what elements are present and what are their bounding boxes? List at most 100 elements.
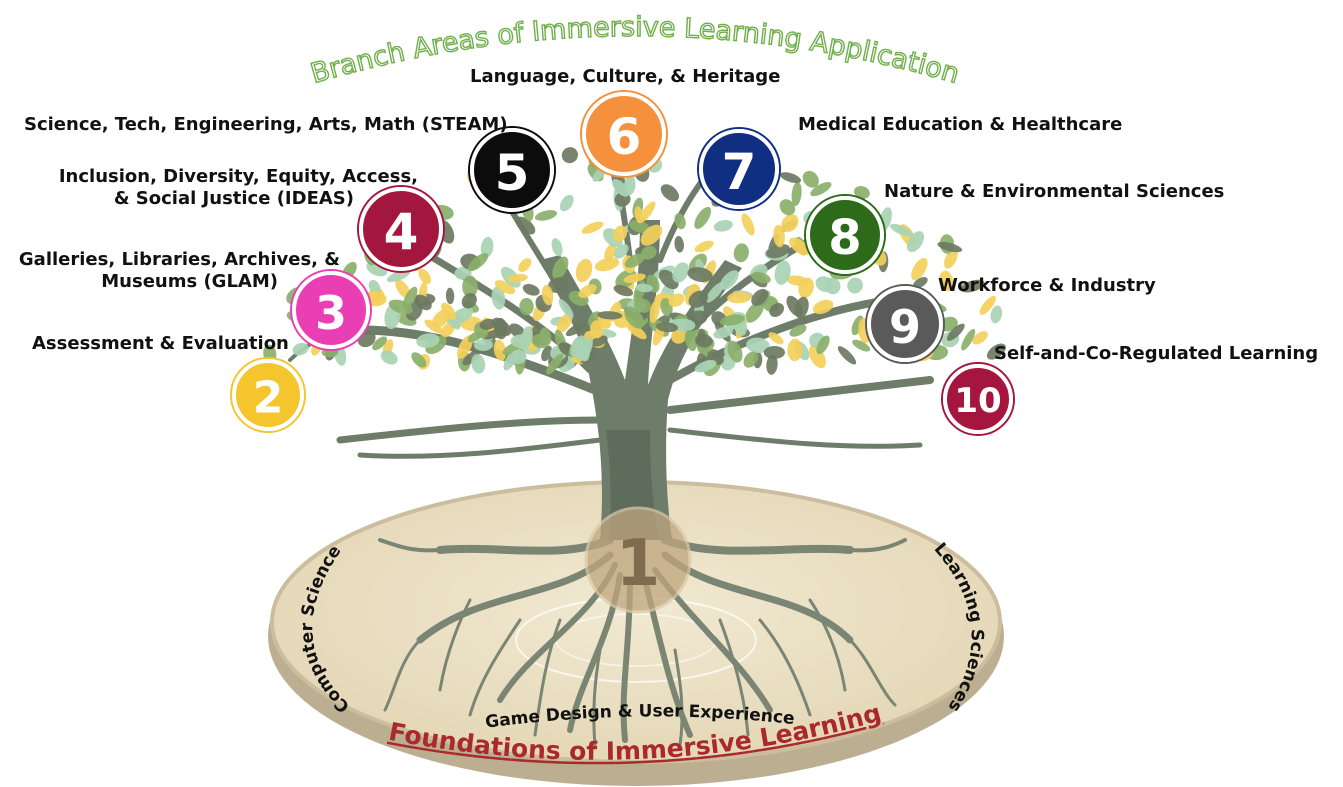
badge-5: 5	[468, 126, 556, 214]
leaf	[590, 335, 608, 347]
leaf	[612, 225, 628, 242]
leaf	[491, 286, 506, 310]
branch-label-8: Nature & Environmental Sciences	[884, 181, 1225, 202]
leaf	[380, 350, 398, 365]
leaf	[493, 317, 508, 340]
branch-label-4-line-1: Inclusion, Diversity, Equity, Access,	[58, 166, 418, 187]
badge-3-ring	[290, 269, 372, 351]
badge-6-ring	[580, 90, 668, 178]
leaf	[837, 346, 857, 365]
badge-2-number: 2	[253, 373, 284, 424]
leaf	[798, 277, 814, 299]
leaf	[694, 359, 717, 373]
leaf	[779, 172, 802, 184]
badge-8: 8	[804, 194, 886, 276]
leaf	[660, 184, 679, 202]
leaf	[471, 353, 486, 374]
leaf	[613, 284, 633, 297]
leaf	[474, 338, 493, 352]
leaf	[635, 283, 653, 293]
leaf	[812, 299, 834, 314]
badge-2: 2	[230, 357, 306, 433]
leaf	[541, 345, 553, 362]
leaf	[733, 243, 749, 263]
leaf	[480, 236, 494, 258]
leaf	[789, 237, 810, 256]
leaf	[565, 321, 587, 337]
leaf	[559, 194, 574, 212]
leaf	[515, 216, 536, 235]
leaf	[521, 326, 533, 348]
branch-label-3: Galleries, Libraries, Archives, & Museum…	[8, 249, 340, 293]
badge-8-number: 8	[828, 210, 861, 266]
leaf	[395, 279, 411, 299]
leaf	[626, 322, 647, 340]
badge-9-ring	[865, 284, 945, 364]
leaf	[440, 322, 455, 338]
leaf	[946, 323, 965, 341]
leaf	[961, 328, 976, 351]
leaf	[906, 231, 925, 253]
leaf	[787, 338, 803, 362]
leaf	[751, 271, 771, 284]
leaf	[624, 306, 645, 329]
leaf	[590, 320, 604, 339]
leaf	[534, 210, 558, 221]
leaf	[629, 220, 650, 233]
leaf	[597, 311, 623, 320]
leaf	[551, 238, 563, 257]
leaf	[575, 258, 593, 283]
leaf	[493, 339, 507, 361]
leaf	[773, 224, 785, 248]
leaf	[684, 330, 697, 352]
leaf	[402, 286, 418, 309]
leaf	[461, 293, 477, 309]
leaf	[890, 223, 913, 237]
leaf	[768, 332, 784, 345]
leaf	[640, 224, 663, 246]
leaf	[766, 354, 778, 375]
branch-label-4: Inclusion, Diversity, Equity, Access, & …	[40, 166, 418, 210]
branch-label-3-line-1: Galleries, Libraries, Archives, &	[18, 249, 340, 270]
badge-3: 3	[290, 269, 372, 351]
leaf	[624, 253, 646, 268]
leaf	[292, 342, 309, 356]
branch-label-10: Self-and-Co-Regulated Learning	[994, 343, 1319, 364]
leaf	[791, 181, 802, 207]
badge-7-ring	[697, 127, 781, 211]
leaf	[741, 213, 755, 236]
leaf	[604, 243, 617, 262]
branch-label-5: Science, Tech, Engineering, Arts, Math (…	[24, 114, 508, 135]
leaf	[668, 293, 685, 307]
leaf	[688, 290, 709, 308]
leaf	[519, 297, 534, 316]
leaf	[531, 333, 549, 349]
leaf	[623, 273, 646, 284]
badge-4-ring	[357, 185, 445, 273]
leaf	[561, 147, 579, 164]
branch-label-9: Workforce & Industry	[938, 275, 1156, 296]
leaf	[751, 288, 769, 306]
branch-label-3-line-2: Museums (GLAM)	[101, 271, 278, 292]
leaf	[705, 282, 725, 303]
leaf	[786, 295, 803, 317]
branch-label-6: Language, Culture, & Heritage	[470, 66, 781, 87]
branch-label-4-line-2: & Social Justice (IDEAS)	[113, 188, 354, 209]
leaf	[713, 219, 733, 232]
leaf	[416, 333, 440, 348]
branch-label-2: Assessment & Evaluation	[32, 333, 289, 354]
leaf	[581, 337, 593, 360]
leaf	[674, 236, 684, 253]
leaf	[649, 299, 660, 324]
badge-4-number: 4	[384, 203, 419, 261]
leaf	[441, 302, 457, 320]
leaf	[674, 213, 686, 230]
badge-6: 6	[580, 90, 668, 178]
leaf	[556, 312, 573, 333]
badge-10-number: 10	[954, 381, 1001, 421]
leaf	[581, 221, 604, 234]
leaf	[937, 241, 963, 253]
badge-9-number: 9	[889, 300, 921, 354]
leaf	[414, 294, 432, 311]
